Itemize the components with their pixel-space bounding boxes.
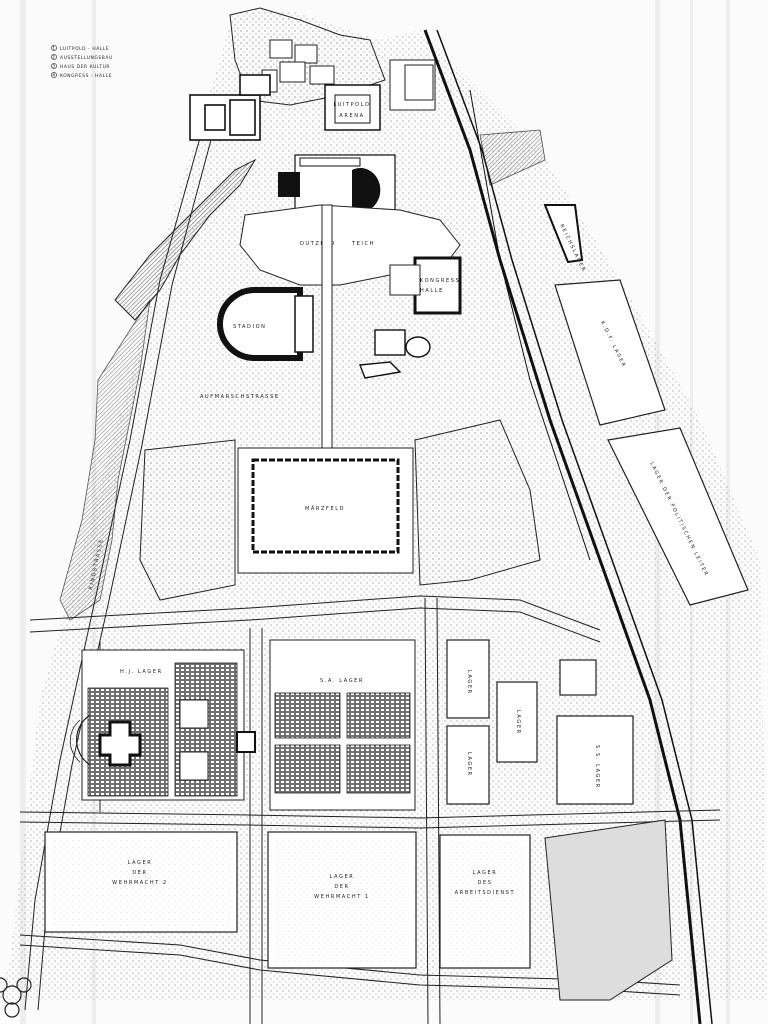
legend-text-4: KONGRESS - HALLE [60, 73, 112, 79]
legend-text-3: HAUS DER KULTUR [60, 64, 110, 70]
ss-lager: S.S. LAGER [556, 715, 634, 805]
small-square [559, 659, 597, 696]
legend-num-1: 1 [52, 46, 55, 52]
legend-num-3: 3 [52, 64, 55, 70]
lager-wehrmacht-1: LAGER DER WEHRMACHT 1 [267, 831, 417, 969]
ss-lager-label: S.S. LAGER [594, 745, 600, 789]
legend-item-3: 3 HAUS DER KULTUR [51, 63, 110, 70]
wehrmacht-2-label-2: DER [132, 870, 147, 876]
kongress-label-2: HALLE [420, 288, 444, 294]
parade-label: AUFMARSCHSTRASSE [200, 394, 280, 400]
kongress-building: KONGRESS HALLE [389, 256, 462, 315]
lager-block-b: LAGER [496, 681, 538, 763]
legend-text-2: AUSSTELLUNGSBAU [60, 55, 113, 61]
legend-num-2: 2 [52, 55, 55, 61]
legend-num-4: 4 [52, 73, 55, 79]
arbeitsdienst-label-1: LAGER [473, 870, 498, 876]
dutzend-label: DUTZEND [300, 241, 336, 247]
maerzfeld-label: MÄRZFELD [305, 505, 345, 512]
legend-item-1: 1 LUITPOLD - HALLE [51, 45, 109, 52]
luitpold-arena: LUITPOLD ARENA [324, 84, 381, 131]
wehrmacht-2-label-3: WEHRMACHT 2 [112, 880, 168, 886]
lager-b-label: LAGER [515, 710, 521, 735]
lager-block-a: LAGER [446, 639, 490, 719]
luitpold-arena-label-2: ARENA [339, 113, 364, 119]
luitpold-complex [189, 74, 271, 141]
wehrmacht-2-label-1: LAGER [128, 860, 153, 866]
south-east-area [544, 819, 673, 1001]
legend-item-2: 2 AUSSTELLUNGSBAU [51, 54, 112, 61]
dutzendteich-lake [114, 158, 257, 321]
kongress-label-1: KONGRESS [420, 278, 460, 284]
luitpold-arena-label-1: LUITPOLD [333, 102, 370, 108]
arbeitsdienst-label-3: ARBEITSDIENST [455, 890, 515, 896]
lager-a-label: LAGER [466, 670, 472, 695]
water-west [59, 299, 151, 621]
grand-avenue [321, 204, 333, 461]
teich-label: TEICH [351, 241, 375, 247]
hj-lager-label: H.J. LAGER [120, 669, 163, 675]
legend-item-4: 4 KONGRESS - HALLE [51, 72, 112, 79]
sa-lager-label: S.A. LAGER [320, 678, 364, 684]
sa-lager: S.A. LAGER [269, 639, 416, 811]
railway [423, 29, 713, 1024]
maerzfeld: MÄRZFELD [237, 447, 414, 574]
wehrmacht-1-label-2: DER [334, 884, 349, 890]
stadion-label: STADION [233, 324, 266, 330]
lager-block-c: LAGER [446, 725, 490, 805]
lager-c-label: LAGER [466, 752, 472, 777]
arbeitsdienst-label-2: DES [478, 880, 493, 886]
deutsches-stadion: STADION [217, 287, 314, 361]
lager-arbeitsdienst: LAGER DES ARBEITSDIENST [439, 834, 531, 969]
lager-wehrmacht-2: LAGER DER WEHRMACHT 2 [44, 831, 238, 933]
legend-text-1: LUITPOLD - HALLE [60, 46, 109, 52]
wehrmacht-1-label-3: WEHRMACHT 1 [314, 894, 370, 900]
kdf-lager: K.D.F. LAGER [554, 279, 666, 426]
wehrmacht-1-label-1: LAGER [330, 874, 355, 880]
political-leaders-lager: LAGER DER POLITISCHEN LEITER [607, 427, 749, 606]
haus-der-kultur [359, 329, 431, 379]
green-zone-east [414, 419, 541, 586]
legend: 1 LUITPOLD - HALLE 2 AUSSTELLUNGSBAU 3 H… [51, 45, 112, 79]
bottom-roundabout [0, 977, 32, 1018]
kongresshalle [278, 154, 396, 216]
hj-lager: H.J. LAGER [69, 649, 256, 801]
green-zone-west [139, 439, 236, 601]
